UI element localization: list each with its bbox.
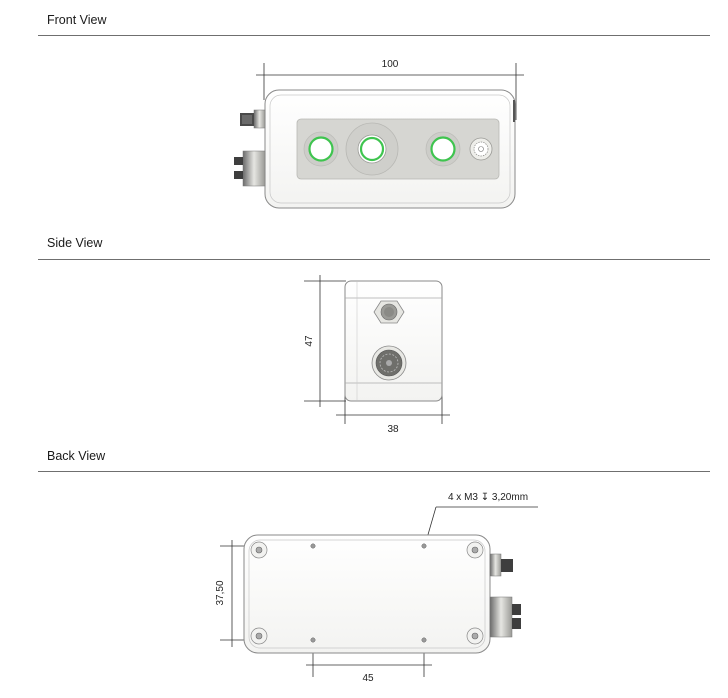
front-width-dimension: 100 <box>382 59 399 70</box>
back-view-drawing: 4 x M3 ↧ 3,20mm 37,50 45 <box>215 492 538 684</box>
section-divider <box>38 35 710 36</box>
mounting-hole-callout: 4 x M3 ↧ 3,20mm <box>448 492 528 503</box>
side-view-drawing: 47 38 <box>304 275 450 435</box>
front-view-drawing: 100 <box>234 59 524 209</box>
section-title-front-view: Front View <box>47 13 107 27</box>
section-title-side-view: Side View <box>47 236 103 250</box>
section-divider <box>38 471 710 472</box>
side-height-dimension: 47 <box>304 335 315 347</box>
back-width-dimension: 45 <box>362 673 374 684</box>
back-height-dimension: 37,50 <box>215 580 226 605</box>
section-title-back-view: Back View <box>47 449 106 463</box>
section-divider <box>38 259 710 260</box>
side-width-dimension: 38 <box>387 424 399 435</box>
